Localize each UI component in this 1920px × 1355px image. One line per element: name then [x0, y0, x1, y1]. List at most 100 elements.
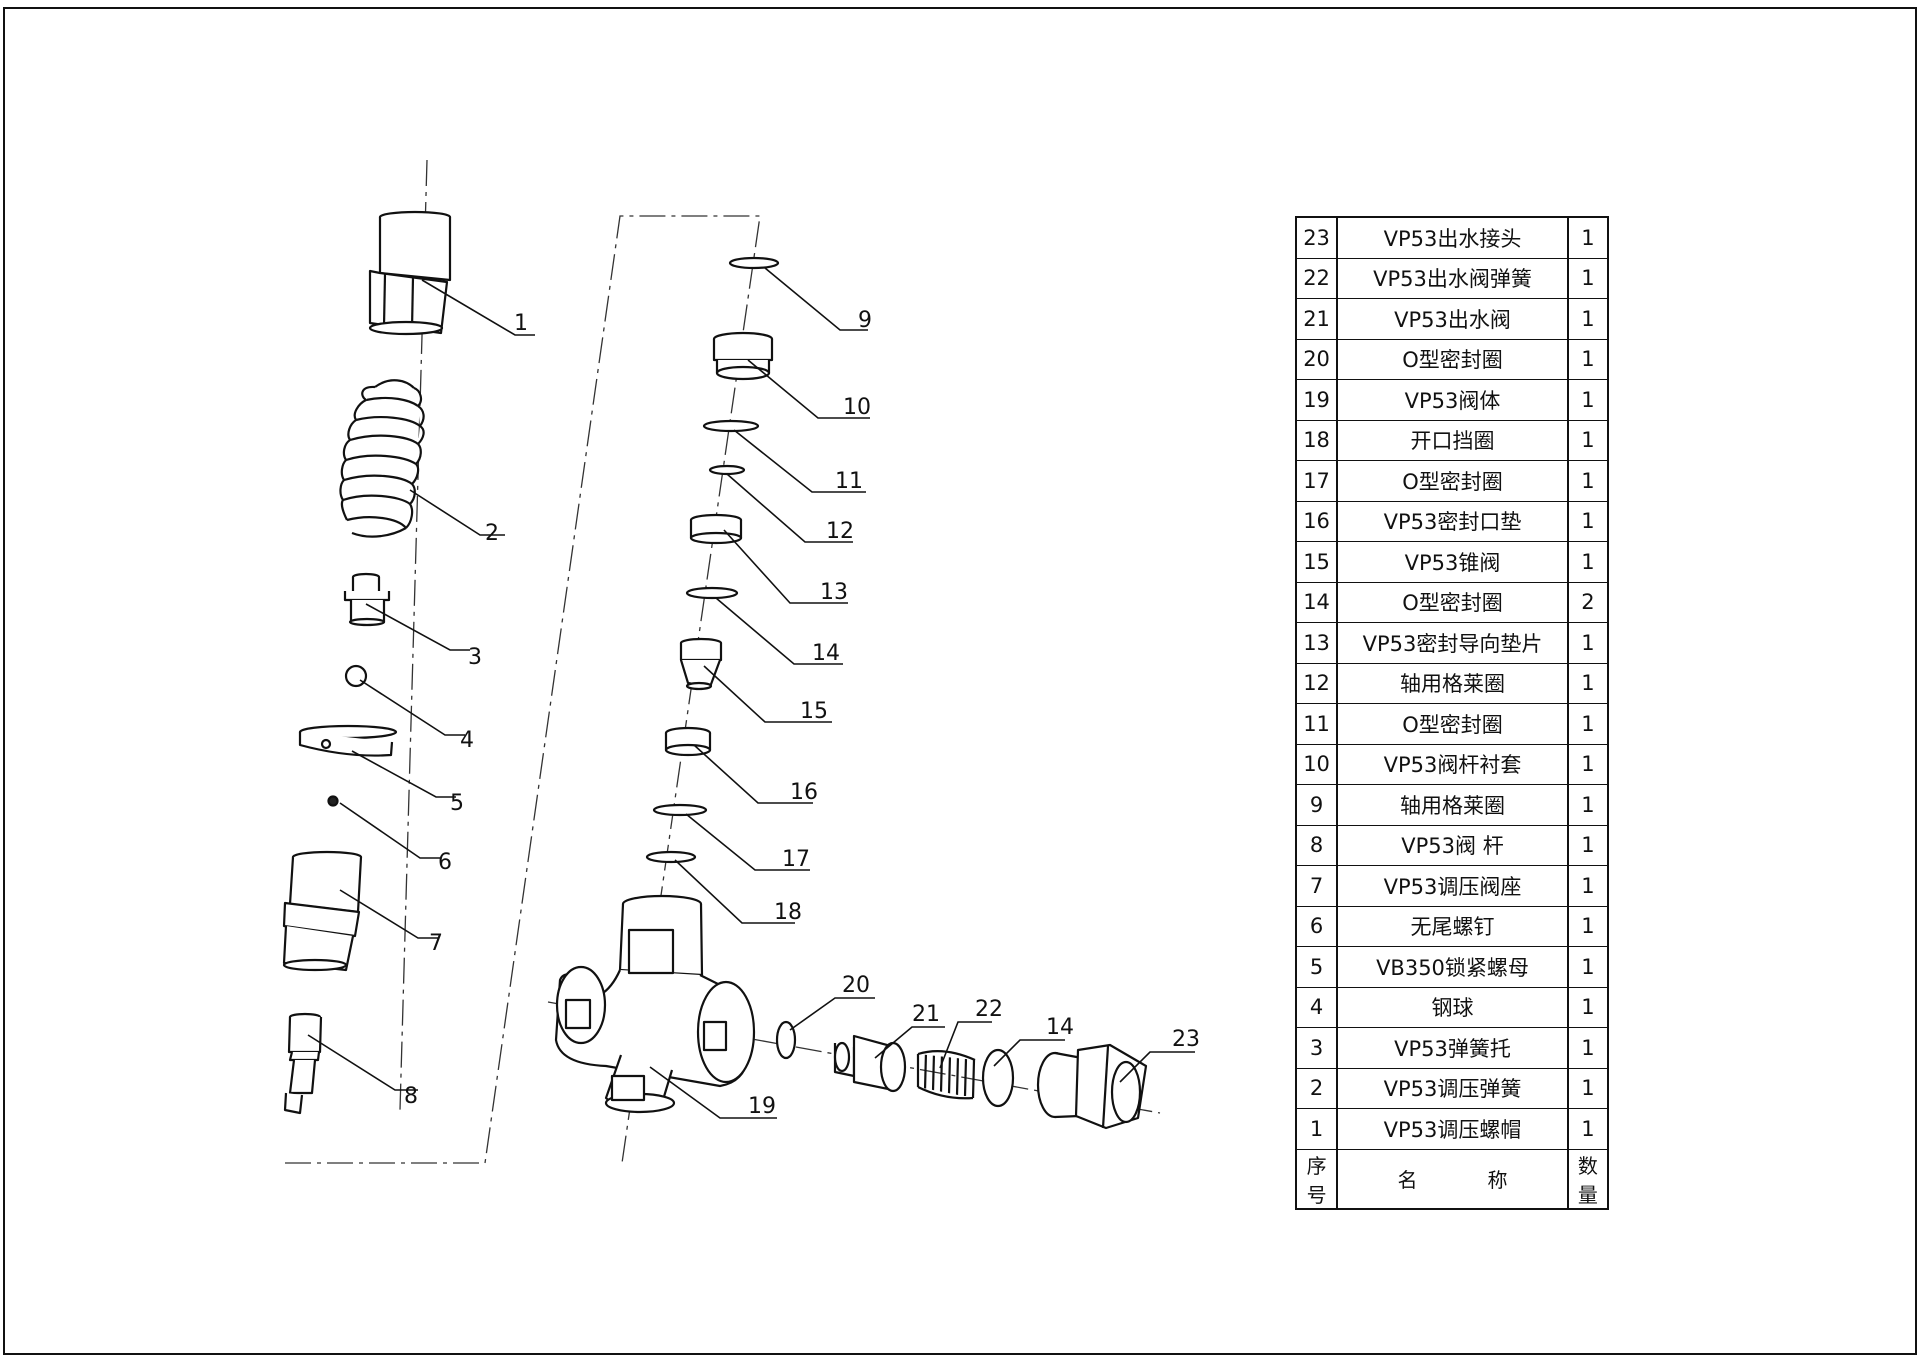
callout-10: 10	[843, 395, 871, 420]
bom-qty-cell: 1	[1566, 1108, 1609, 1150]
leader-lines	[307, 267, 1195, 1119]
bom-seq-cell: 16	[1295, 500, 1339, 542]
bom-name-cell: VP53阀 杆	[1336, 824, 1569, 866]
bom-seq-cell: 15	[1295, 541, 1339, 583]
part-15-cone-valve	[679, 637, 723, 691]
bom-qty-cell: 1	[1566, 784, 1609, 826]
part-21-outlet-valve	[833, 1034, 907, 1093]
bom-header-qty: 数量	[1566, 1148, 1609, 1209]
callout-6: 6	[438, 850, 452, 875]
bom-name-cell: VP53出水阀	[1336, 298, 1569, 340]
bom-seq-cell: 6	[1295, 905, 1339, 947]
bom-name-cell: O型密封圈	[1336, 703, 1569, 745]
part-14-o-ring-upper	[685, 586, 739, 600]
bom-seq-cell: 17	[1295, 460, 1339, 502]
bom-header-name-b: 称	[1487, 1168, 1508, 1192]
bom-name-cell: O型密封圈	[1336, 338, 1569, 380]
part-4-steel-ball	[344, 664, 368, 688]
bom-seq-cell: 7	[1295, 865, 1339, 907]
bom-qty-cell: 1	[1566, 500, 1609, 542]
callout-3: 3	[468, 645, 482, 670]
bom-seq-cell: 11	[1295, 703, 1339, 745]
callout-5: 5	[450, 791, 464, 816]
callout-18: 18	[774, 900, 802, 925]
bom-qty-cell: 2	[1566, 581, 1609, 623]
bom-name-cell: VP53调压螺帽	[1336, 1108, 1569, 1150]
bom-header-row: 序号名称数量	[1295, 1148, 1609, 1209]
callout-21: 21	[912, 1002, 940, 1027]
bom-seq-cell: 23	[1295, 216, 1339, 259]
bom-seq-cell: 12	[1295, 662, 1339, 704]
callout-4: 4	[460, 728, 474, 753]
bom-qty-cell: 1	[1566, 419, 1609, 461]
callout-8: 8	[404, 1084, 418, 1109]
callout-13: 13	[820, 580, 848, 605]
bom-qty-cell: 1	[1566, 338, 1609, 380]
callout-19: 19	[748, 1094, 776, 1119]
bom-header-name-a: 名	[1397, 1168, 1418, 1192]
part-20-o-ring	[775, 1020, 797, 1060]
bom-seq-cell: 19	[1295, 379, 1339, 421]
bom-seq-cell: 21	[1295, 298, 1339, 340]
bom-seq-cell: 22	[1295, 257, 1339, 299]
bom-qty-cell: 1	[1566, 865, 1609, 907]
bom-qty-cell: 1	[1566, 541, 1609, 583]
bom-name-cell: VB350锁紧螺母	[1336, 946, 1569, 988]
bom-header-seq: 序号	[1295, 1148, 1339, 1209]
bom-seq-cell: 3	[1295, 1027, 1339, 1069]
bom-qty-cell: 1	[1566, 662, 1609, 704]
bom-seq-cell: 4	[1295, 986, 1339, 1028]
bom-name-cell: 无尾螺钉	[1336, 905, 1569, 947]
part-14-o-ring-lower	[981, 1048, 1015, 1108]
callout-2: 2	[485, 521, 499, 546]
bom-qty-cell: 1	[1566, 622, 1609, 664]
part-9-glyd-ring	[728, 256, 780, 270]
part-7-valve-seat	[282, 850, 363, 972]
bom-name-cell: 钢球	[1336, 986, 1569, 1028]
part-13-guide-washer	[689, 513, 743, 545]
callout-22: 22	[975, 997, 1003, 1022]
bom-name-cell: VP53阀杆衬套	[1336, 743, 1569, 785]
bom-name-cell: VP53弹簧托	[1336, 1027, 1569, 1069]
bom-qty-cell: 1	[1566, 986, 1609, 1028]
callout-9: 9	[858, 308, 872, 333]
bom-name-cell: VP53密封口垫	[1336, 500, 1569, 542]
bom-name-cell: VP53出水阀弹簧	[1336, 257, 1569, 299]
bom-header-name: 名称	[1336, 1148, 1569, 1209]
bom-qty-cell: 1	[1566, 703, 1609, 745]
bom-name-cell: O型密封圈	[1336, 460, 1569, 502]
bom-qty-cell: 1	[1566, 216, 1609, 259]
part-17-o-ring	[652, 803, 708, 817]
bom-seq-cell: 8	[1295, 824, 1339, 866]
part-6-screw	[327, 795, 339, 807]
callout-7: 7	[429, 931, 443, 956]
callout-23: 23	[1172, 1027, 1200, 1052]
bom-name-cell: 开口挡圈	[1336, 419, 1569, 461]
bom-seq-cell: 10	[1295, 743, 1339, 785]
bom-qty-cell: 1	[1566, 1027, 1609, 1069]
part-3-spring-seat	[343, 572, 391, 627]
callout-11: 11	[835, 469, 863, 494]
bom-qty-cell: 1	[1566, 460, 1609, 502]
bom-name-cell: VP53出水接头	[1336, 216, 1569, 259]
bom-name-cell: VP53阀体	[1336, 379, 1569, 421]
bom-seq-cell: 13	[1295, 622, 1339, 664]
callout-16: 16	[790, 780, 818, 805]
part-18-retaining-ring	[645, 850, 697, 864]
